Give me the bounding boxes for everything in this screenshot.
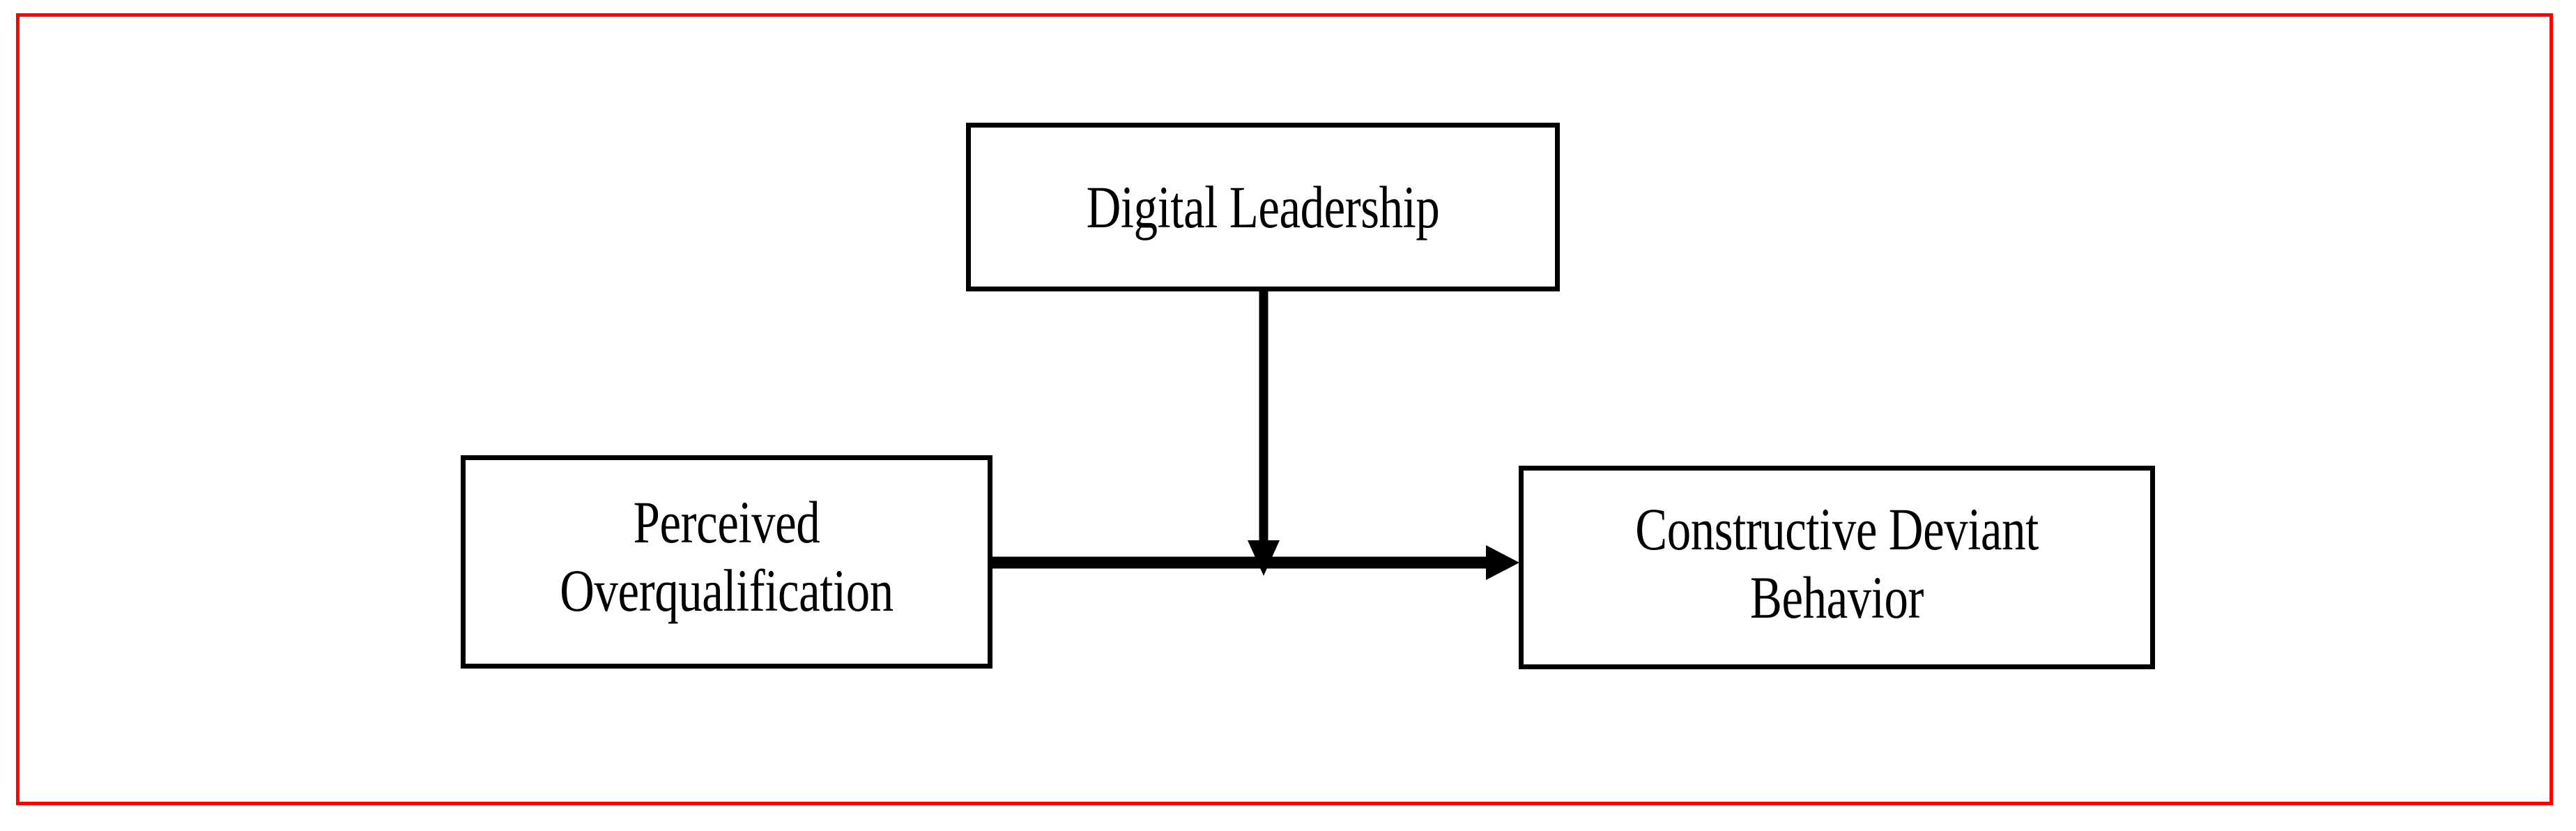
- node-label-constructive-deviant-behavior: Constructive Deviant Behavior: [1635, 495, 2039, 631]
- figure-red-border: [16, 13, 2553, 805]
- node-label-digital-leadership: Digital Leadership: [1086, 173, 1440, 241]
- node-perceived-overqualification[interactable]: Perceived Overqualification: [461, 455, 992, 669]
- node-label-perceived-overqualification: Perceived Overqualification: [560, 488, 894, 624]
- node-digital-leadership[interactable]: Digital Leadership: [966, 123, 1560, 291]
- node-constructive-deviant-behavior[interactable]: Constructive Deviant Behavior: [1519, 466, 2155, 669]
